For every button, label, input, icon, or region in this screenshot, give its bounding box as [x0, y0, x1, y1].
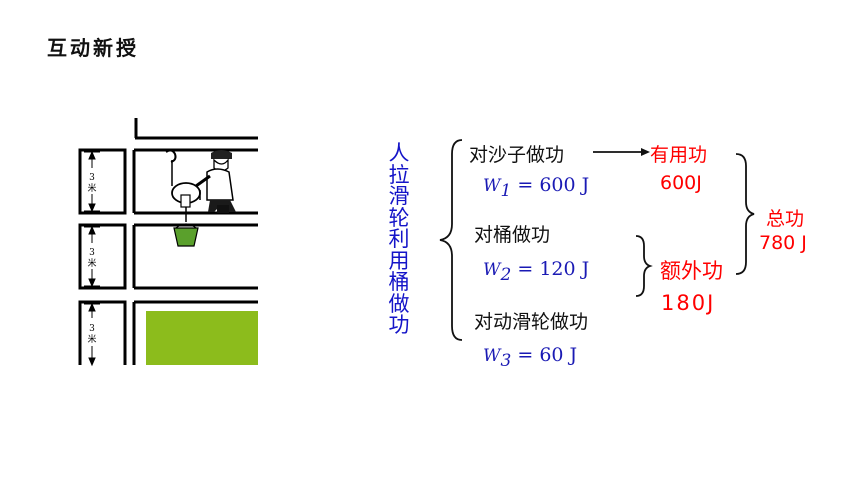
vertical-char: 桶 — [388, 270, 410, 294]
w1-equation: W1 = 600 J — [483, 174, 590, 201]
extra-work-value: 180J — [661, 291, 716, 315]
green-block — [146, 311, 258, 365]
total-work-label: 总功 — [766, 208, 805, 230]
vertical-char: 利 — [388, 227, 410, 251]
vertical-label: 人 拉 滑 轮 利 用 桶 做 功 — [387, 141, 411, 337]
work-on-bucket-label: 对桶做功 — [474, 224, 551, 246]
floor-height-unit: 米 — [87, 182, 96, 194]
arrow-head-icon — [641, 148, 650, 156]
extra-brace-icon — [635, 235, 653, 297]
useful-work-label: 有用功 — [650, 144, 708, 166]
worker-icon — [165, 149, 236, 247]
vertical-char: 滑 — [388, 184, 410, 208]
floor-height-label: 3 — [89, 248, 95, 258]
floor-height-label: 3 — [89, 173, 95, 183]
floor-height-unit: 米 — [87, 333, 96, 345]
extra-work-label: 额外功 — [660, 259, 723, 283]
useful-work-value: 600J — [660, 172, 702, 194]
slide-title: 互动新授 — [47, 36, 139, 60]
work-on-pulley-label: 对动滑轮做功 — [474, 311, 589, 333]
floor-height-label: 3 — [89, 324, 95, 334]
total-work-value: 780 J — [759, 232, 807, 254]
vertical-char: 做 — [388, 291, 410, 316]
work-on-sand-label: 对沙子做功 — [469, 144, 565, 166]
floor-height-unit: 米 — [87, 257, 96, 269]
w3-equation: W3 = 60 J — [483, 344, 578, 371]
vertical-char: 轮 — [388, 205, 410, 230]
left-brace-icon — [439, 139, 463, 341]
vertical-char: 拉 — [388, 162, 410, 187]
vertical-char: 用 — [388, 248, 410, 273]
total-brace-icon — [735, 153, 755, 275]
w2-equation: W2 = 120 J — [483, 258, 590, 285]
vertical-char: 功 — [388, 313, 410, 337]
vertical-char: 人 — [388, 141, 410, 165]
